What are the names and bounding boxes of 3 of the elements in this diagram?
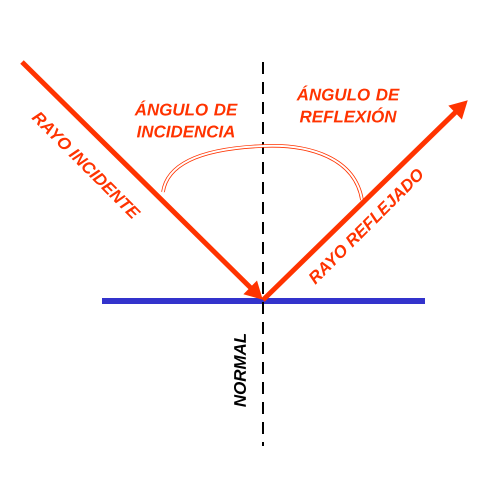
angle-label: ÁNGULO DE REFLEXIÓN bbox=[296, 85, 400, 123]
normal-label: NORMAL bbox=[234, 334, 246, 407]
angle-label: ÁNGULO DE INCIDENCIA bbox=[134, 100, 238, 138]
